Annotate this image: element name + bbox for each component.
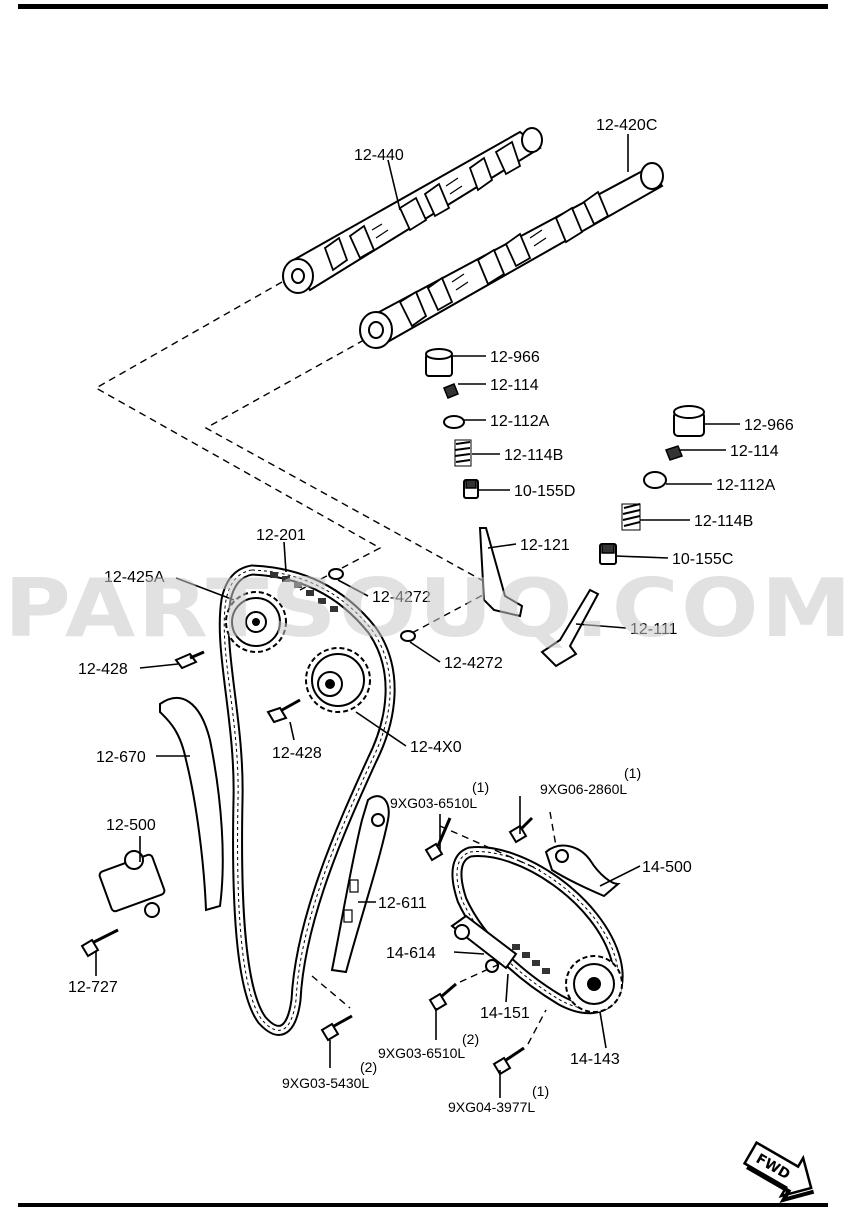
label-oil-sprocket[interactable]: 14-143 [570, 1051, 620, 1068]
label-tensioner-arm[interactable]: 12-611 [378, 895, 427, 912]
label-valve-1[interactable]: 12-121 [520, 537, 570, 554]
intake-cam-centerline [204, 339, 498, 635]
label-bolt-a[interactable]: 9XG03-6510L [390, 795, 477, 811]
watermark: PARTSOUQ.COM [4, 562, 854, 655]
main-timing-chain[interactable] [218, 564, 396, 1036]
label-bolt-2[interactable]: 12-428 [272, 745, 322, 762]
valve-lock-left[interactable] [443, 383, 459, 399]
label-oil-guide[interactable]: 14-500 [642, 859, 692, 876]
label-bolt-d-qty: (2) [360, 1059, 377, 1075]
oil-chain-tensioner[interactable] [450, 914, 518, 973]
bolt-d-connector [311, 975, 351, 1009]
bolt-a[interactable] [424, 817, 452, 862]
label-chain-main[interactable]: 12-201 [256, 527, 306, 544]
fwd-direction-badge: FWD [742, 1140, 815, 1203]
label-camshaft-exhaust[interactable]: 12-440 [354, 147, 404, 164]
bolt-b-connector [549, 811, 557, 847]
top-rule [18, 4, 828, 9]
washer-1[interactable] [328, 568, 344, 580]
vvt-actuator[interactable] [305, 647, 371, 713]
label-spring-2[interactable]: 12-114B [694, 513, 753, 530]
valve-seal-left[interactable] [463, 479, 479, 499]
label-tappet-1[interactable]: 12-966 [490, 349, 540, 366]
label-washer-1[interactable]: 12-4272 [372, 589, 431, 606]
label-valve-2[interactable]: 12-111 [630, 621, 678, 638]
label-seal-2[interactable]: 10-155C [672, 551, 733, 568]
label-actuator[interactable]: 12-4X0 [410, 739, 462, 756]
valve-seal-right[interactable] [599, 543, 617, 565]
leader-lines [95, 134, 740, 1098]
label-bolt-e-qty: (1) [532, 1083, 549, 1099]
sprocket-bolt-2[interactable] [266, 698, 301, 724]
label-bolt-b[interactable]: 9XG06-2860L [540, 781, 627, 797]
oil-pump-sprocket[interactable] [565, 955, 623, 1013]
tensioner-bolt[interactable] [80, 928, 119, 958]
label-bolt-a-qty: (1) [472, 779, 489, 795]
label-retainer-2[interactable]: 12-112A [716, 477, 776, 494]
label-bolt-e[interactable]: 9XG04-3977L [448, 1099, 535, 1115]
label-camshaft-intake[interactable]: 12-420C [596, 117, 657, 134]
label-bolt-c[interactable]: 9XG03-6510L [378, 1045, 465, 1061]
label-sprocket-exhaust[interactable]: 12-425A [104, 569, 165, 586]
label-lock-2[interactable]: 12-114 [730, 443, 779, 460]
bolt-d[interactable] [320, 1014, 353, 1042]
part-labels: 12-440 12-420C 12-966 12-114 12-112A 12-… [68, 117, 794, 1115]
bolt-b[interactable] [508, 816, 534, 844]
chain-tensioner[interactable] [98, 850, 166, 918]
exhaust-sprocket[interactable] [225, 591, 287, 653]
label-tensioner-bolt[interactable]: 12-727 [68, 979, 118, 996]
tensioner-arm[interactable] [330, 795, 390, 974]
label-retainer-1[interactable]: 12-112A [490, 413, 550, 430]
bolt-a-connector [439, 825, 541, 871]
label-lock-1[interactable]: 12-114 [490, 377, 539, 394]
label-bolt-b-qty: (1) [624, 765, 641, 781]
label-seal-1[interactable]: 10-155D [514, 483, 575, 500]
valve-train-left [425, 348, 524, 618]
washer-2[interactable] [400, 630, 416, 642]
label-bolt-d[interactable]: 9XG03-5430L [282, 1075, 369, 1091]
valve-train-right [540, 405, 705, 668]
label-oil-chain[interactable]: 14-151 [480, 1005, 530, 1022]
label-bolt-1[interactable]: 12-428 [78, 661, 128, 678]
bolt-e-connector [527, 1009, 547, 1045]
valve-spring-left[interactable] [454, 439, 472, 467]
chain-guide[interactable] [159, 697, 224, 912]
valve-left[interactable] [478, 527, 524, 618]
label-oil-chain-tensioner[interactable]: 14-614 [386, 945, 436, 962]
bottom-rule [18, 1203, 828, 1207]
label-tensioner[interactable]: 12-500 [106, 817, 156, 834]
valve-right[interactable] [540, 588, 600, 668]
valve-spring-right[interactable] [621, 503, 641, 531]
exhaust-camshaft[interactable] [282, 127, 543, 294]
tappet-right[interactable] [673, 405, 705, 437]
retainer-right[interactable] [643, 471, 667, 489]
bolt-c-connector [459, 961, 505, 983]
sprocket-bolt-1[interactable] [174, 650, 205, 670]
intake-camshaft[interactable] [359, 162, 664, 349]
exhaust-cam-centerline [94, 281, 382, 591]
label-guide[interactable]: 12-670 [96, 749, 146, 766]
bolt-c[interactable] [428, 982, 457, 1012]
label-spring-1[interactable]: 12-114B [504, 447, 563, 464]
label-tappet-2[interactable]: 12-966 [744, 417, 794, 434]
label-bolt-c-qty: (2) [462, 1031, 479, 1047]
tappet-left[interactable] [425, 348, 453, 377]
valve-lock-right[interactable] [665, 445, 683, 461]
retainer-left[interactable] [443, 415, 465, 429]
bolt-e[interactable] [492, 1046, 525, 1076]
label-washer-2[interactable]: 12-4272 [444, 655, 503, 672]
oil-pump-chain[interactable] [451, 846, 624, 1015]
